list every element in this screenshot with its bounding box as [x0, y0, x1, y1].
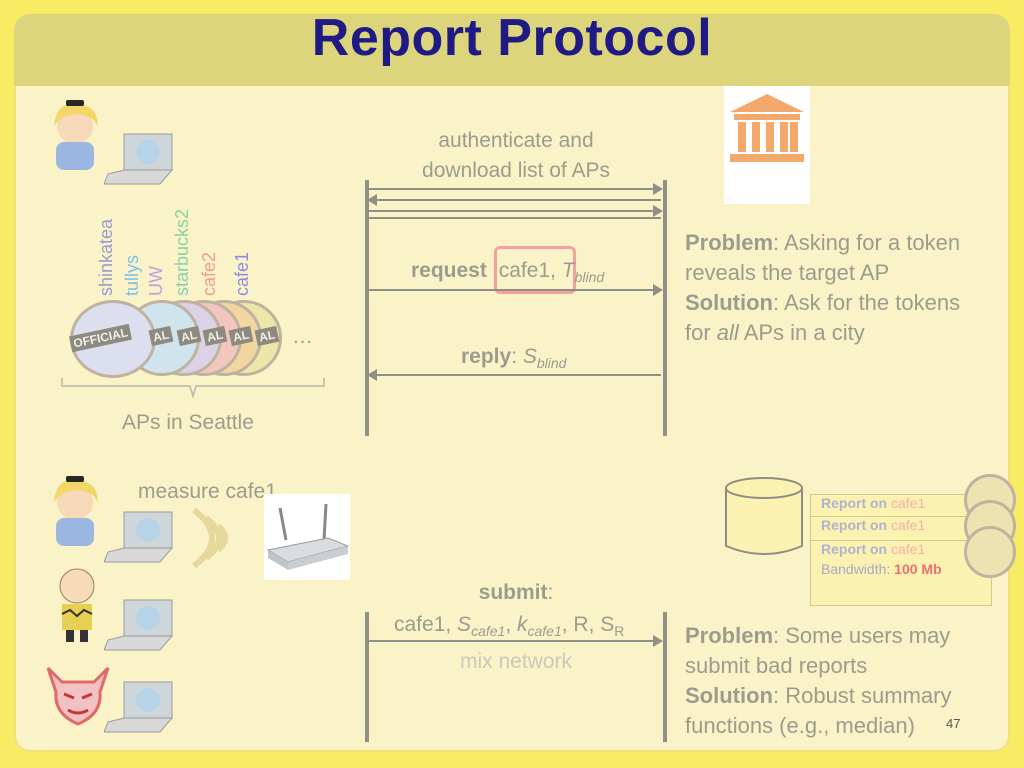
mix-network-text: mix network	[459, 650, 573, 673]
aps-caption: APs in Seattle	[122, 411, 254, 434]
ap-label-tullys: tullys	[122, 254, 142, 296]
ap-label-shinkatea: shinkatea	[96, 218, 116, 296]
request-highlight	[494, 246, 576, 294]
submit-s: S	[457, 613, 472, 636]
lifeline-server-bottom	[663, 612, 667, 742]
top-problem-block: Problem: Asking for a token reveals the …	[685, 228, 995, 348]
report-ap: cafe1	[891, 541, 926, 557]
request-label: request	[411, 259, 487, 282]
bandwidth-value: 100 Mb	[894, 561, 942, 577]
laptop-icon	[104, 681, 174, 733]
top-solution-em: all	[716, 320, 739, 345]
reply-arrow	[367, 369, 661, 381]
request-t: T	[561, 259, 575, 282]
request-text: request cafe1, Tblind	[411, 256, 604, 292]
lifeline-client-bottom	[365, 612, 369, 742]
bottom-solution-label: Solution	[685, 683, 773, 708]
measure-text: measure cafe1	[138, 480, 277, 503]
ap-label-starbucks2: starbucks2	[172, 208, 192, 296]
database-icon	[725, 477, 803, 555]
slide-frame	[14, 14, 1010, 752]
bottom-problem-label: Problem	[685, 623, 774, 648]
router-box	[264, 494, 350, 580]
auth-text-line1: authenticate and	[438, 129, 594, 152]
aps-ellipsis: …	[292, 325, 313, 348]
reply-s-sub: blind	[536, 355, 567, 372]
bottom-problem-text2: submit bad reports	[685, 653, 868, 678]
ap-label-cafe1: cafe1	[232, 251, 252, 296]
submit-label: submit	[478, 581, 548, 604]
top-solution-text: : Ask for the tokens	[772, 290, 961, 315]
submit-p1: cafe1,	[394, 613, 458, 636]
bank-icon	[730, 94, 804, 162]
request-item: cafe1,	[498, 259, 556, 282]
brace-icon	[61, 378, 325, 399]
submit-k: k	[516, 613, 528, 636]
reply-label: reply	[461, 345, 512, 368]
ap-label-cafe2: cafe2	[199, 251, 219, 296]
reply-s: S	[522, 345, 537, 368]
ap-label-uw: UW	[146, 266, 166, 296]
laptop-icon	[104, 133, 174, 185]
reply-text: reply: Sblind	[461, 342, 566, 378]
top-solution-label: Solution	[685, 290, 773, 315]
submit-s-sub: cafe1	[471, 623, 506, 640]
user-alice-icon	[54, 100, 98, 170]
report-ap: cafe1	[891, 495, 926, 511]
reply-colon: :	[511, 345, 523, 368]
auth-text-line2: download list of APs	[422, 159, 610, 182]
page-number: 47	[946, 716, 961, 731]
submit-rest: , R, S	[561, 613, 615, 636]
request-t-sub: blind	[574, 269, 605, 286]
report-ap: cafe1	[891, 517, 926, 533]
submit-colon: :	[547, 581, 554, 604]
router-icon	[266, 503, 350, 570]
report-prefix: Report on	[821, 495, 891, 511]
report-prefix: Report on	[821, 541, 891, 557]
lifeline-server-top	[663, 180, 667, 436]
top-problem-text2: reveals the target AP	[685, 260, 890, 285]
submit-label-line: submit:	[368, 578, 664, 608]
top-solution-post: APs in a city	[738, 320, 865, 345]
laptop-icon	[104, 511, 174, 563]
title-bar	[14, 14, 1010, 86]
submit-k-sub: cafe1	[527, 623, 562, 640]
submit-comma: ,	[505, 613, 517, 636]
auth-arrow-1	[369, 183, 663, 195]
top-problem-text: : Asking for a token	[773, 230, 961, 255]
bottom-solution-text: : Robust summary	[772, 683, 952, 708]
submit-r-sub: R	[614, 623, 625, 640]
top-solution-pre: for	[685, 320, 717, 345]
report-card: Report on cafe1 Bandwidth: 100 Mb	[810, 540, 992, 606]
coin-icon	[964, 526, 1016, 578]
auth-arrow-4	[369, 217, 661, 219]
user-alice-icon	[54, 476, 98, 546]
submit-line: cafe1, Scafe1, kcafe1, R, SR	[394, 610, 624, 646]
report-card: Report on cafe1	[810, 516, 992, 544]
bottom-solution-text2: functions (e.g., median)	[685, 713, 915, 738]
lifeline-client-top	[365, 180, 369, 436]
bottom-problem-block: Problem: Some users may submit bad repor…	[685, 621, 1005, 741]
submit-arrow	[369, 635, 663, 647]
top-problem-label: Problem	[685, 230, 774, 255]
devil-icon	[46, 666, 110, 726]
bandwidth-label: Bandwidth:	[821, 561, 895, 577]
wifi-signal-icon	[192, 507, 228, 569]
auth-arrow-3	[369, 205, 663, 217]
slide-title: Report Protocol	[311, 9, 713, 67]
charlie-brown-icon	[59, 568, 95, 642]
request-arrow	[369, 284, 663, 296]
report-prefix: Report on	[821, 517, 891, 533]
auth-arrow-2	[367, 194, 661, 206]
laptop-icon	[104, 599, 174, 651]
bottom-problem-text: : Some users may	[773, 623, 951, 648]
